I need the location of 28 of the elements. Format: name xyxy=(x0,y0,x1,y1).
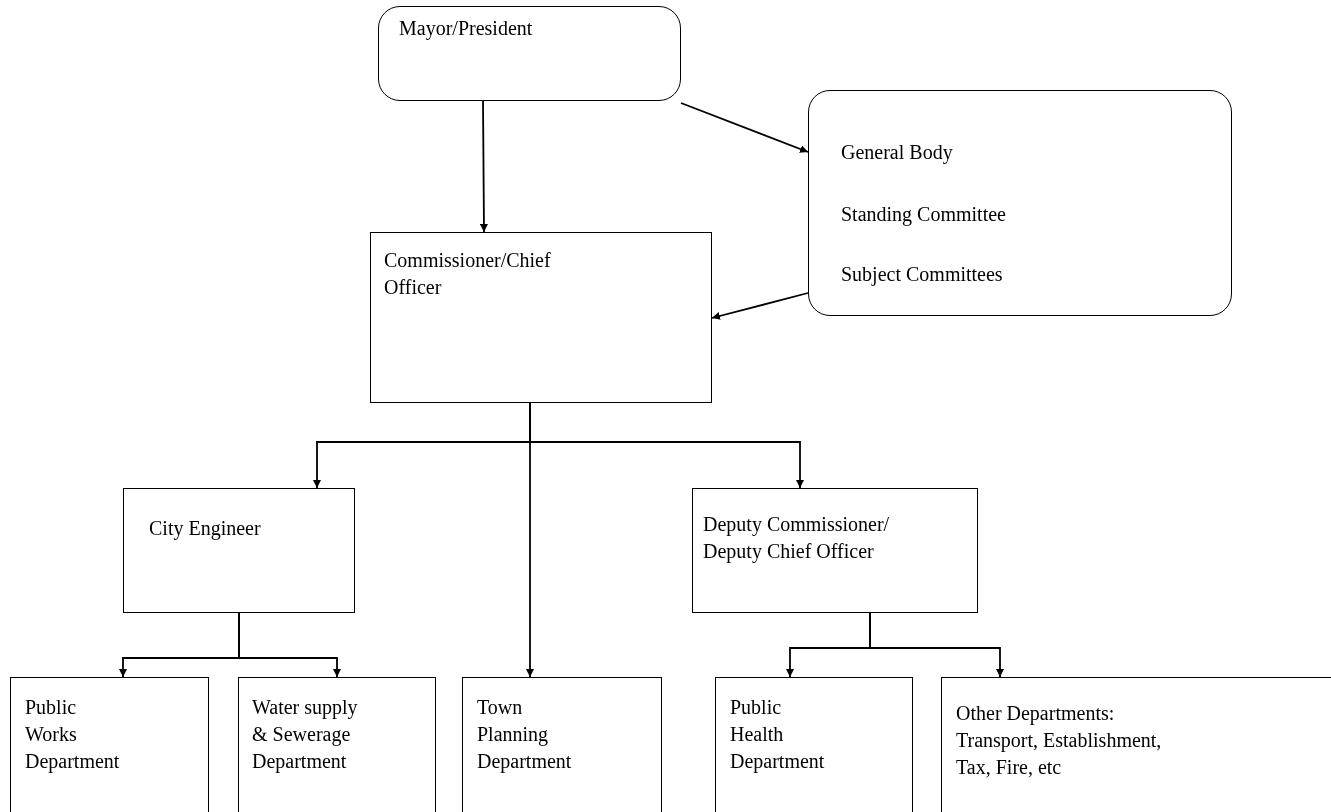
box xyxy=(10,677,209,812)
node-label: Other Departments: Transport, Establishment, Tax, Fire, etc xyxy=(956,701,1163,780)
node-label: Deputy Commissioner/ Deputy Chief Officer xyxy=(703,512,891,565)
arrow xyxy=(238,612,341,678)
rounded-box xyxy=(808,90,1232,316)
node-label: Public Health Department xyxy=(730,695,825,775)
node-label: Standing Committee xyxy=(841,202,1007,228)
arrow xyxy=(479,100,488,233)
box xyxy=(462,677,662,812)
box xyxy=(715,677,913,812)
node-label: Water supply & Sewerage Department xyxy=(252,695,359,775)
arrow xyxy=(869,612,1004,678)
node-label: Town Planning Department xyxy=(477,695,573,775)
box xyxy=(123,488,355,613)
node-label: Mayor/President xyxy=(399,16,534,42)
rounded-box xyxy=(378,6,681,101)
box xyxy=(941,677,1331,812)
arrow xyxy=(711,292,809,320)
node-label: General Body xyxy=(841,140,954,166)
node-label: Commissioner/Chief Officer xyxy=(384,248,552,300)
box xyxy=(692,488,978,613)
arrow xyxy=(526,402,534,678)
node-label: Public Works Department xyxy=(25,695,117,775)
node-label: City Engineer xyxy=(149,516,262,542)
arrow xyxy=(680,102,809,153)
box xyxy=(238,677,436,812)
box xyxy=(370,232,712,403)
node-label: Subject Committees xyxy=(841,262,1004,288)
